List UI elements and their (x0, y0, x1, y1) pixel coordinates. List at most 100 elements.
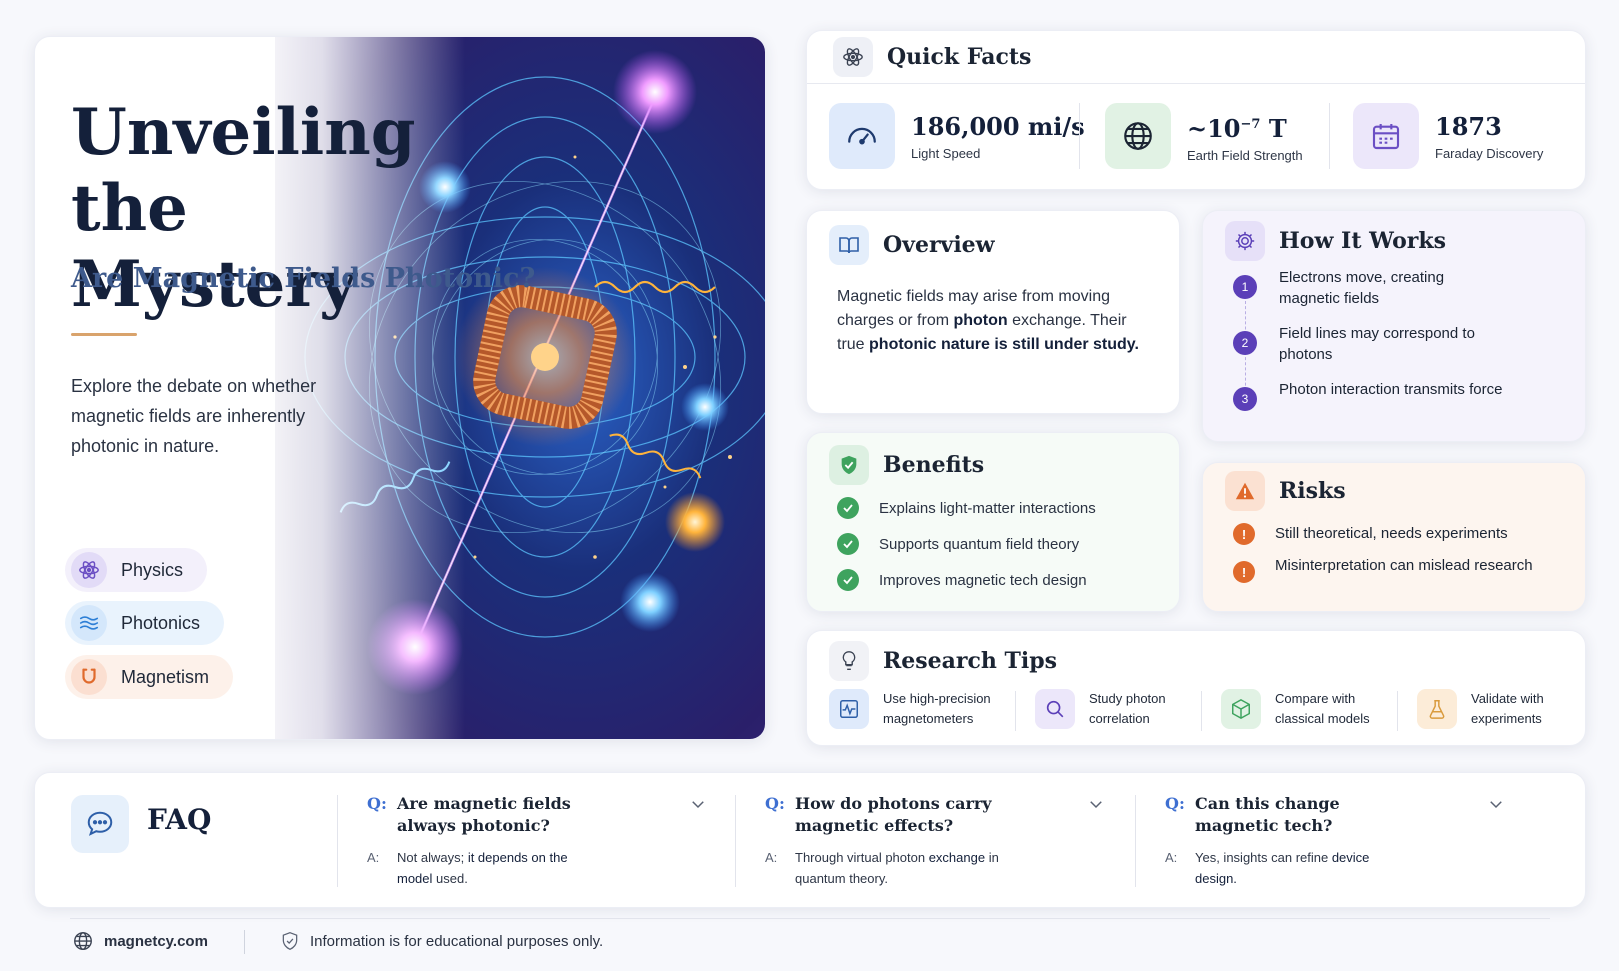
hero-title: Unveiling the Mystery (71, 95, 416, 322)
step-1: 1 Electrons move, creating magnetic fiel… (1233, 267, 1509, 309)
hero-card: Unveiling the Mystery Are Magnetic Field… (34, 36, 766, 740)
fact-value: 1873 (1435, 111, 1502, 141)
faq-card: FAQ Q:Are magnetic fields always photoni… (34, 772, 1586, 908)
fact-value: 186,000 mi/s (911, 111, 1085, 141)
gear-icon (1225, 221, 1265, 261)
speedometer-icon (829, 103, 895, 169)
chevron-down-icon[interactable] (689, 795, 707, 818)
tip-photon-correlation: Study photon correlation (1035, 689, 1189, 729)
magnifier-icon (1035, 689, 1075, 729)
quick-facts-header: Quick Facts (833, 37, 1031, 77)
tag-label: Photonics (121, 612, 201, 633)
divider (1135, 795, 1136, 887)
faq-title: FAQ (147, 803, 212, 836)
overview-header: Overview (829, 225, 995, 265)
benefit-item: Explains light-matter interactions (837, 497, 1096, 519)
section-title: Overview (883, 232, 995, 258)
faq-question: How do photons carry magnetic effects? (795, 794, 992, 835)
divider (1397, 691, 1398, 731)
benefits-header: Benefits (829, 445, 984, 485)
benefit-item: Supports quantum field theory (837, 533, 1079, 555)
risks-header: Risks (1225, 471, 1346, 511)
faq-answer: Through virtual photon exchange in quant… (795, 850, 999, 886)
section-title: Research Tips (883, 648, 1058, 674)
check-icon (837, 497, 859, 519)
risk-item: ! Still theoretical, needs experiments (1233, 523, 1508, 545)
benefit-item: Improves magnetic tech design (837, 569, 1087, 591)
step-2: 2 Field lines may correspond to photons (1233, 323, 1509, 365)
alert-icon: ! (1233, 561, 1255, 583)
tip-classical-models: Compare with classical models (1221, 689, 1385, 729)
chat-bubble-icon (71, 795, 129, 853)
section-title: Risks (1279, 478, 1346, 504)
divider (244, 930, 245, 954)
faq-question: Can this change magnetic tech? (1195, 794, 1340, 835)
calendar-icon (1353, 103, 1419, 169)
faq-question: Are magnetic fields always photonic? (397, 794, 571, 835)
waves-icon (71, 605, 107, 641)
step-number: 3 (1233, 387, 1257, 411)
step-text: Field lines may correspond to photons (1279, 325, 1475, 363)
fact-label: Light Speed (911, 145, 981, 161)
tip-magnetometers: Use high-precision magnetometers (829, 689, 1003, 729)
globe-icon (72, 930, 94, 952)
risk-item: ! Misinterpretation can mislead research (1233, 555, 1533, 583)
magnet-icon (71, 659, 107, 695)
tag-physics[interactable]: Physics (65, 548, 208, 592)
footer-site[interactable]: magnetcy.com (72, 930, 208, 952)
atom-icon (71, 552, 107, 588)
hero-description: Explore the debate on whether magnetic f… (71, 376, 317, 456)
chevron-down-icon[interactable] (1487, 795, 1505, 818)
footer-disclaimer: Information is for educational purposes … (280, 930, 603, 952)
quick-facts-card: Quick Facts 186,000 mi/s Light Speed ~10… (806, 30, 1586, 190)
tag-photonics[interactable]: Photonics (65, 601, 225, 645)
disclaimer-text: Information is for educational purposes … (310, 932, 604, 950)
hero-subtitle: Are Magnetic Fields Photonic? (71, 263, 536, 294)
fact-value: ~10−7 T (1187, 113, 1287, 143)
flask-icon (1417, 689, 1457, 729)
faq-item[interactable]: Q:How do photons carry magnetic effects?… (765, 793, 1102, 889)
research-tips-header: Research Tips (829, 641, 1057, 681)
how-it-works-header: How It Works (1225, 221, 1446, 261)
atom-icon (833, 37, 873, 77)
research-tips-card: Research Tips Use high-precision magneto… (806, 630, 1586, 746)
chevron-down-icon[interactable] (1087, 795, 1105, 818)
fact-label: Earth Field Strength (1187, 147, 1303, 163)
overview-card: Overview Magnetic fields may arise from … (806, 210, 1180, 414)
hero-fade (245, 37, 465, 739)
divider (1201, 691, 1202, 731)
benefits-card: Benefits Explains light-matter interacti… (806, 432, 1180, 612)
overview-text: Magnetic fields may arise from moving ch… (837, 288, 1139, 353)
section-title: How It Works (1279, 228, 1446, 254)
divider (807, 83, 1585, 84)
faq-item[interactable]: Q:Are magnetic fields always photonic? A… (367, 793, 704, 889)
fact-faraday: 1873 Faraday Discovery (1353, 103, 1543, 169)
fact-earth-field: ~10−7 T Earth Field Strength (1105, 103, 1303, 169)
step-number: 1 (1233, 275, 1257, 299)
how-it-works-card: How It Works 1 Electrons move, creating … (1202, 210, 1586, 442)
step-number: 2 (1233, 331, 1257, 355)
footer-rule (70, 918, 1550, 919)
check-icon (837, 569, 859, 591)
step-text: Photon interaction transmits force (1279, 381, 1503, 398)
step-text: Electrons move, creating magnetic fields (1279, 269, 1445, 307)
divider (735, 795, 736, 887)
section-title: Quick Facts (887, 44, 1032, 70)
warning-icon (1225, 471, 1265, 511)
tag-magnetism[interactable]: Magnetism (65, 655, 234, 699)
faq-answer: Not always; it depends on the model used… (397, 850, 568, 886)
fact-light-speed: 186,000 mi/s Light Speed (829, 103, 1085, 169)
section-title: Benefits (883, 452, 985, 478)
shield-check-icon (829, 445, 869, 485)
tag-label: Magnetism (121, 666, 210, 687)
book-icon (829, 225, 869, 265)
divider (1079, 103, 1080, 169)
check-icon (837, 533, 859, 555)
shield-icon (280, 930, 300, 952)
tip-validate: Validate with experiments (1417, 689, 1571, 729)
site-link[interactable]: magnetcy.com (104, 932, 208, 950)
divider (1015, 691, 1016, 731)
risks-card: Risks ! Still theoretical, needs experim… (1202, 462, 1586, 612)
globe-icon (1105, 103, 1171, 169)
faq-item[interactable]: Q:Can this change magnetic tech? A:Yes, … (1165, 793, 1502, 889)
